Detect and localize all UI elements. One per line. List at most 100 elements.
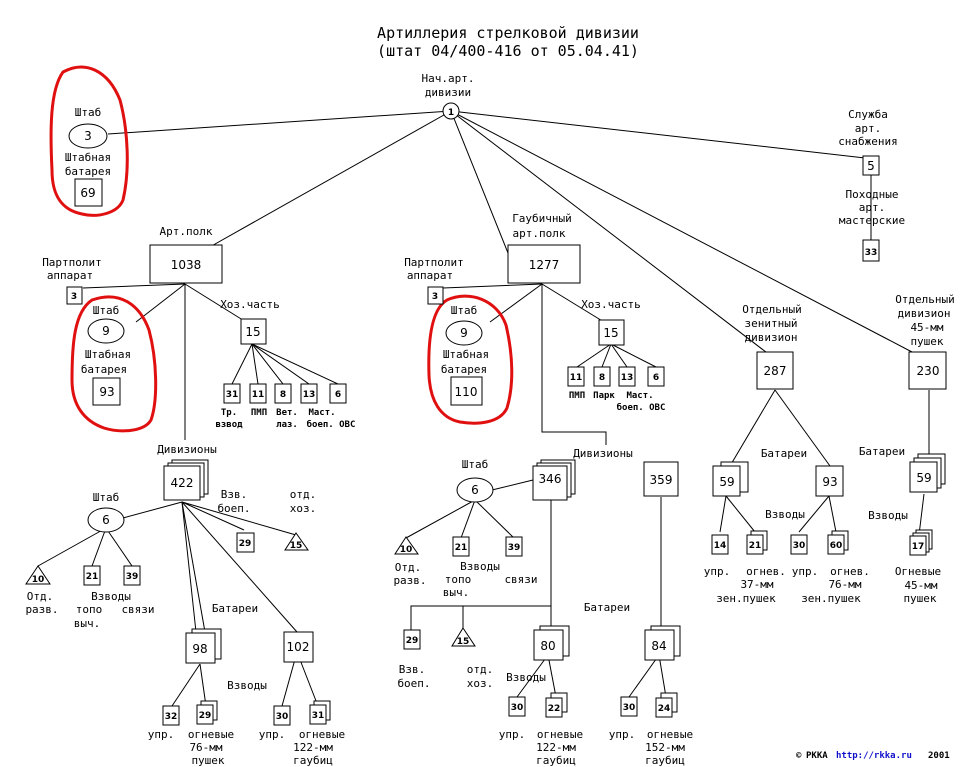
workshop-label-2: арт. — [859, 201, 886, 214]
gap-b2-text-1: упр. — [609, 728, 636, 741]
gap-b2-upr-value: 30 — [623, 703, 636, 713]
ap-log-text-3a: Вет. — [276, 408, 298, 418]
gap-bat2-node — [644, 629, 675, 661]
ap-log-text-2: ПМП — [251, 408, 267, 418]
at-text-3: пушек — [903, 592, 936, 605]
ap-party-label-2: аппарат — [47, 269, 93, 282]
ap-log-text-3b: лаз. — [276, 420, 298, 430]
ap-b2-upr-node — [273, 705, 291, 726]
aa-label-1: Отдельный — [742, 303, 802, 316]
gap-hqbat-node — [450, 376, 483, 406]
credit-link[interactable]: http://rkka.ru — [836, 751, 912, 761]
red-highlights — [49, 65, 514, 433]
ap-razv-label-2: разв. — [25, 603, 58, 616]
gap-vzv-label-1: Взв. — [399, 663, 426, 676]
supply-node — [862, 155, 880, 176]
ap-svyazi-value: 39 — [126, 572, 139, 582]
aa-b2-upr-node — [790, 534, 808, 555]
gap-hqbat-value: 110 — [455, 385, 478, 399]
ap-div-node — [163, 465, 201, 501]
ap-b1-upr-value: 32 — [165, 712, 178, 722]
aa-b1-text-2: огнев. — [746, 565, 786, 578]
hq-label: Штаб — [75, 106, 102, 119]
ap-log-node — [240, 318, 267, 345]
gap-div-hq-node — [456, 477, 494, 503]
at-fire-value: 17 — [912, 542, 925, 552]
ap-svyazi-node — [123, 565, 141, 586]
gap-svyazi-value: 39 — [508, 543, 521, 553]
ap-bat1-node — [185, 632, 216, 664]
gap-log-child-4-value: 6 — [653, 373, 659, 383]
ap-razv-node — [25, 565, 51, 585]
gap-b1-text-3: 122-мм — [536, 741, 576, 754]
chart-subtitle: (штат 04/400-416 от 05.04.41) — [377, 42, 639, 60]
ap-b2-text-3: 122-мм — [293, 741, 333, 754]
gap-log-child-3 — [618, 366, 636, 387]
gap-party-label-1: Партполит — [404, 256, 464, 269]
hqbat-node — [74, 178, 103, 207]
gap-bat-label: Батареи — [584, 601, 630, 614]
ap-log-child-3-value: 8 — [280, 390, 286, 400]
ap-bat-label: Батареи — [212, 602, 258, 615]
ap-bat2-value: 102 — [287, 640, 310, 654]
gap-value: 1277 — [529, 258, 560, 272]
at-label-4: пушек — [910, 335, 943, 348]
gap-log-label: Хоз.часть — [581, 298, 641, 311]
gap-razv-value: 10 — [400, 545, 413, 555]
aa-vzvody-label: Взводы — [765, 508, 805, 521]
gap-log-text-2: Парк — [593, 391, 615, 401]
ap-bat1-value: 98 — [192, 642, 207, 656]
gap-div-hq-label: Штаб — [462, 458, 489, 471]
ap-b2-text-2: огневые — [299, 728, 345, 741]
workshop-label-3: мастерские — [839, 214, 905, 227]
supply-value: 5 — [867, 159, 875, 173]
gap-b2-fire-value: 24 — [658, 704, 671, 714]
aa-node — [756, 351, 794, 390]
ap-div-hq-label: Штаб — [93, 491, 120, 504]
at-value: 230 — [917, 364, 940, 378]
ap-party-node — [66, 286, 83, 305]
hq-node — [68, 123, 108, 149]
ap-otd-label-1: отд. — [290, 488, 317, 501]
ap-topo-label-2: выч. — [74, 617, 101, 630]
gap-log-child-1-value: 11 — [570, 373, 583, 383]
ap-b1-text-2: огневые — [188, 728, 234, 741]
gap-vzvody-label: Взводы — [460, 560, 500, 573]
aa-bat1-node — [712, 465, 741, 497]
gap-log-child-1 — [567, 366, 585, 387]
gap-log-child-2-value: 8 — [599, 373, 605, 383]
gap-bat1-node — [533, 629, 564, 661]
aa-b1-text-4: зен.пушек — [716, 592, 776, 605]
ap-div-label: Дивизионы — [157, 443, 217, 456]
supply-label-2: арт. — [855, 122, 882, 135]
ap-vzv-label-1: Взв. — [221, 488, 248, 501]
ap-hqbat-label-2: батарея — [81, 363, 127, 376]
gap-party-value: 3 — [432, 292, 438, 302]
gap-div2-node — [643, 461, 679, 497]
gap-log-text-3a: Маст. — [626, 391, 653, 401]
gap-vzv-label-2: боеп. — [397, 677, 430, 690]
ap-vzvody2-label: Взводы — [227, 679, 267, 692]
aa-bat2-node — [815, 465, 844, 497]
ap-log-child-2 — [249, 383, 267, 404]
aa-b1-upr-node — [711, 534, 729, 555]
ap-div-value: 422 — [171, 476, 194, 490]
at-vzvody-label: Взводы — [868, 509, 908, 522]
ap-party-label-1: Партполит — [42, 256, 102, 269]
gap-div2-value: 359 — [650, 473, 673, 487]
aa-b2-fire-value: 60 — [830, 541, 843, 551]
ap-div-hq-value: 6 — [102, 513, 110, 527]
ap-log-child-1 — [223, 383, 241, 404]
ap-log-text-4b: боеп. ОВС — [307, 419, 356, 430]
gap-log-value: 15 — [603, 326, 618, 340]
gap-b1-upr-value: 30 — [511, 703, 524, 713]
gap-b2-fire-node — [655, 697, 673, 718]
gap-log-text-3b: боеп. ОВС — [617, 402, 666, 413]
chart-title: Артиллерия стрелковой дивизии — [377, 24, 639, 42]
ap-otd-value: 15 — [290, 541, 303, 551]
ap-div-hq-node — [87, 507, 125, 533]
gap-hq-value: 9 — [460, 326, 468, 340]
at-node — [908, 351, 947, 390]
gap-div-label: Дивизионы — [573, 447, 633, 460]
ap-party-value: 3 — [71, 292, 77, 302]
